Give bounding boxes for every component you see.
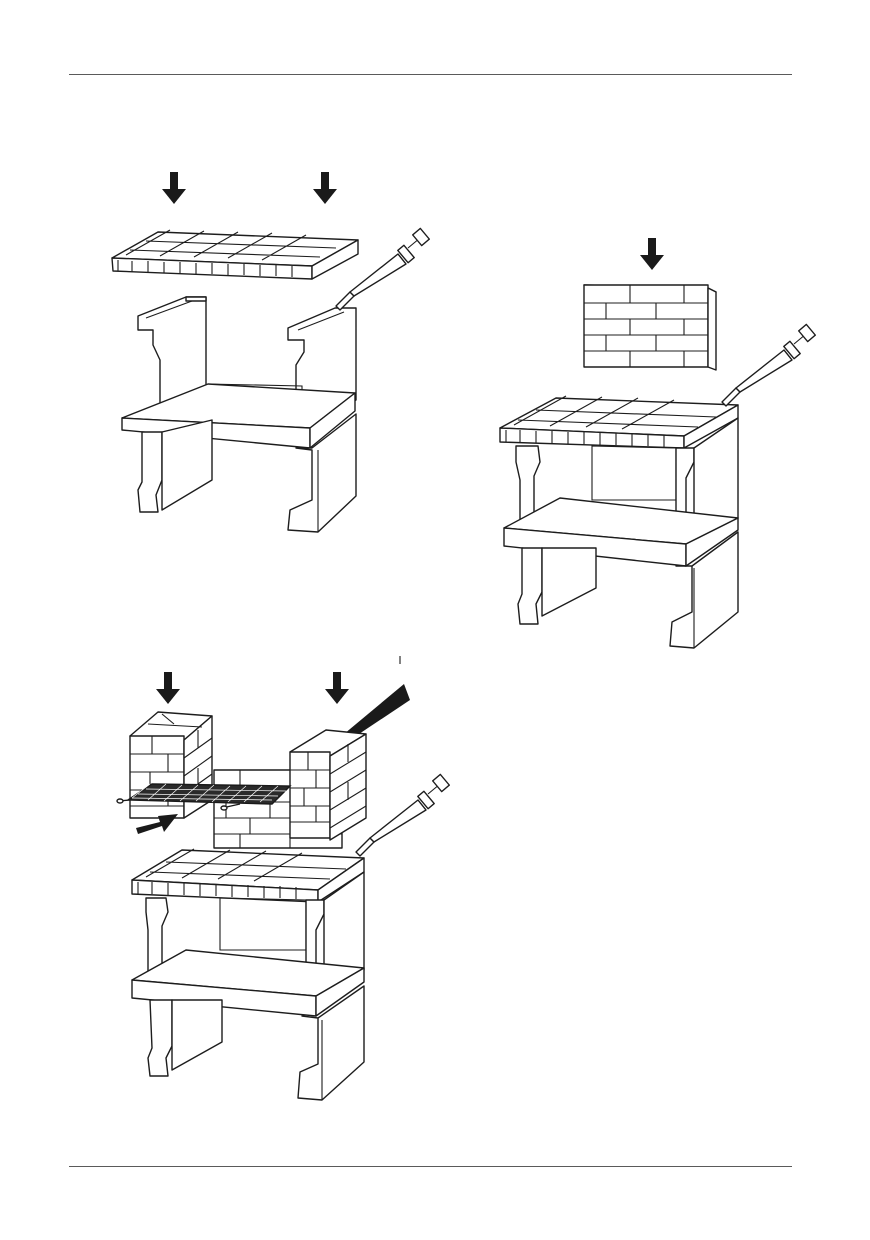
assembled-worktop: [131, 848, 365, 903]
back-brick-panel: [583, 284, 717, 371]
arrow-down-icon: [313, 172, 337, 204]
middle-shelf: [131, 949, 365, 1017]
top-rule: [69, 74, 792, 75]
left-brick-pillar: [129, 711, 213, 819]
middle-shelf: [503, 497, 739, 567]
adhesive-syringe-icon: [355, 773, 451, 857]
arrow-down-icon: [156, 672, 180, 704]
assembled-worktop: [499, 395, 739, 449]
lower-legs: [517, 531, 739, 649]
left-upper-wall: [137, 296, 207, 413]
arrow-right-icon: [136, 814, 178, 834]
worktop-slab: [111, 229, 359, 280]
arrow-down-icon: [325, 672, 349, 704]
bottom-rule: [69, 1166, 792, 1167]
step-1-illustration: [111, 172, 431, 533]
cooking-grill: [116, 783, 292, 811]
lower-legs: [147, 985, 365, 1101]
step-3-illustration: [116, 656, 451, 1101]
step-2-illustration: [499, 238, 817, 649]
right-brick-pillar: [289, 729, 367, 841]
arrow-down-icon: [640, 238, 664, 270]
lower-legs: [137, 413, 357, 533]
middle-shelf: [121, 383, 356, 449]
arrow-down-icon: [162, 172, 186, 204]
adhesive-syringe-icon: [721, 323, 817, 407]
